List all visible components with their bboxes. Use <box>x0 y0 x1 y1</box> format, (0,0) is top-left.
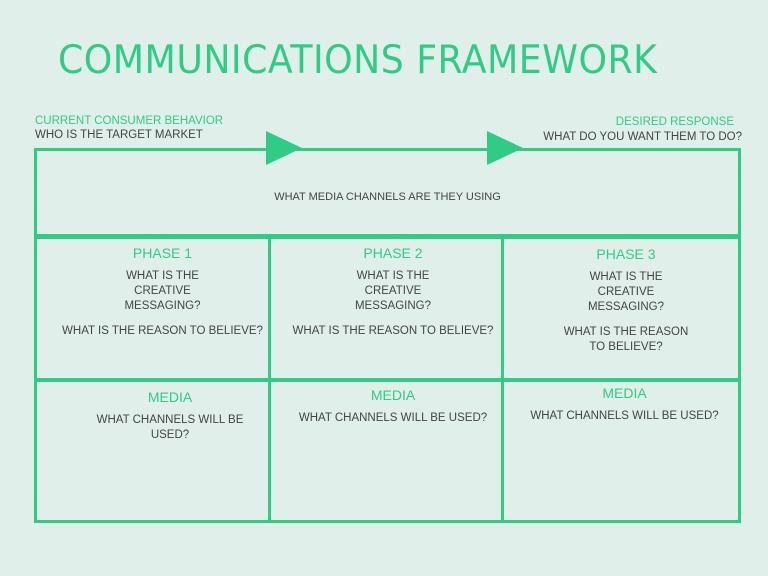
media-heading: MEDIA <box>370 387 416 403</box>
reason-question: WHAT IS THE REASON TO BELIEVE? <box>62 325 263 337</box>
media-cell-1: MEDIA WHAT CHANNELS WILL BE USED? <box>60 390 280 443</box>
page-title: COMMUNICATIONS FRAMEWORK <box>58 38 658 83</box>
creative-question: WHAT IS THE CREATIVE MESSAGING? <box>587 271 665 313</box>
media-cell-2: MEDIA WHAT CHANNELS WILL BE USED? <box>282 388 504 426</box>
media-channels-question: WHAT MEDIA CHANNELS ARE THEY USING <box>274 191 501 203</box>
media-channels-box <box>34 148 741 238</box>
creative-question: WHAT IS THE CREATIVE MESSAGING? <box>354 270 432 312</box>
phase-heading: PHASE 3 <box>596 246 656 262</box>
desired-response-question: WHAT DO YOU WANT THEM TO DO? <box>543 131 742 143</box>
target-market-question: WHO IS THE TARGET MARKET <box>35 129 203 141</box>
creative-question: WHAT IS THE CREATIVE MESSAGING? <box>124 270 201 312</box>
channels-question: WHAT CHANNELS WILL BE USED? <box>96 414 244 441</box>
media-heading: MEDIA <box>602 385 647 401</box>
divider <box>34 234 741 238</box>
phase-cell-1: PHASE 1 WHAT IS THE CREATIVE MESSAGING? … <box>55 246 270 339</box>
phase-cell-2: PHASE 2 WHAT IS THE CREATIVE MESSAGING? … <box>287 246 499 339</box>
phase-heading: PHASE 1 <box>132 245 193 261</box>
arrow-right-icon <box>487 131 523 165</box>
phase-heading: PHASE 2 <box>363 245 423 261</box>
channels-question: WHAT CHANNELS WILL BE USED? <box>530 410 719 422</box>
current-behavior-label: CURRENT CONSUMER BEHAVIOR <box>35 115 224 127</box>
channels-question: WHAT CHANNELS WILL BE USED? <box>298 412 488 424</box>
reason-question: WHAT IS THE REASON TO BELIEVE? <box>563 326 689 353</box>
divider <box>501 236 504 523</box>
arrow-right-icon <box>266 131 302 165</box>
divider <box>34 378 741 382</box>
media-cell-3: MEDIA WHAT CHANNELS WILL BE USED? <box>512 386 737 424</box>
divider <box>268 236 271 523</box>
media-heading: MEDIA <box>147 389 193 405</box>
phase-cell-3: PHASE 3 WHAT IS THE CREATIVE MESSAGING? … <box>520 247 732 355</box>
desired-response-label: DESIRED RESPONSE <box>615 116 734 128</box>
reason-question: WHAT IS THE REASON TO BELIEVE? <box>292 325 494 337</box>
